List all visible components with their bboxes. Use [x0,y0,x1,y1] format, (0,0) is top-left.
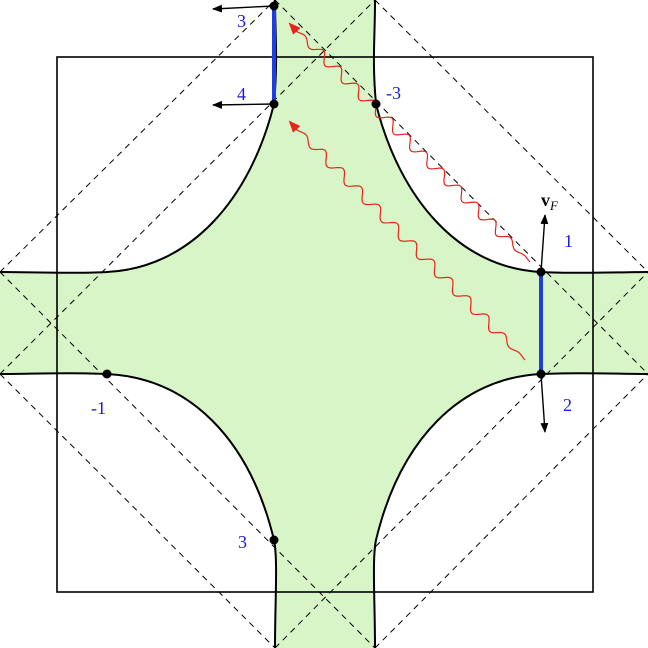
velocity-arrows [212,4,549,433]
velocity-subscript: F [549,198,559,213]
fermi-arc-bottom-right [372,372,648,648]
label-2: 2 [563,395,572,415]
point-minus-3 [371,99,381,109]
label-3-bottom: 3 [238,532,247,552]
arrow-1-up [540,214,549,273]
velocity-symbol: v [541,190,550,210]
label-minus-3: -3 [386,83,401,103]
label-4: 4 [237,84,246,104]
points [102,1,546,545]
point-3-top [269,1,279,11]
point-3-bottom [269,535,279,545]
arrow-3-left [212,4,275,13]
label-minus-1: -1 [91,398,106,418]
point-1 [536,267,546,277]
wave-arrow-upper [288,22,531,263]
point-2 [536,369,546,379]
fermi-arc-top-left [0,0,278,274]
label-3-top: 3 [237,11,246,31]
point-minus-1 [102,369,112,379]
arrow-2-down [540,373,549,433]
fermi-velocity-label: vF [541,190,559,213]
fermi-arc-top-right [372,0,648,274]
wave-arrow-lower [288,120,526,361]
point-4 [269,99,279,109]
fermi-arc-bottom-left [0,372,278,648]
label-1: 1 [564,231,573,251]
arrow-4-left [212,100,275,109]
